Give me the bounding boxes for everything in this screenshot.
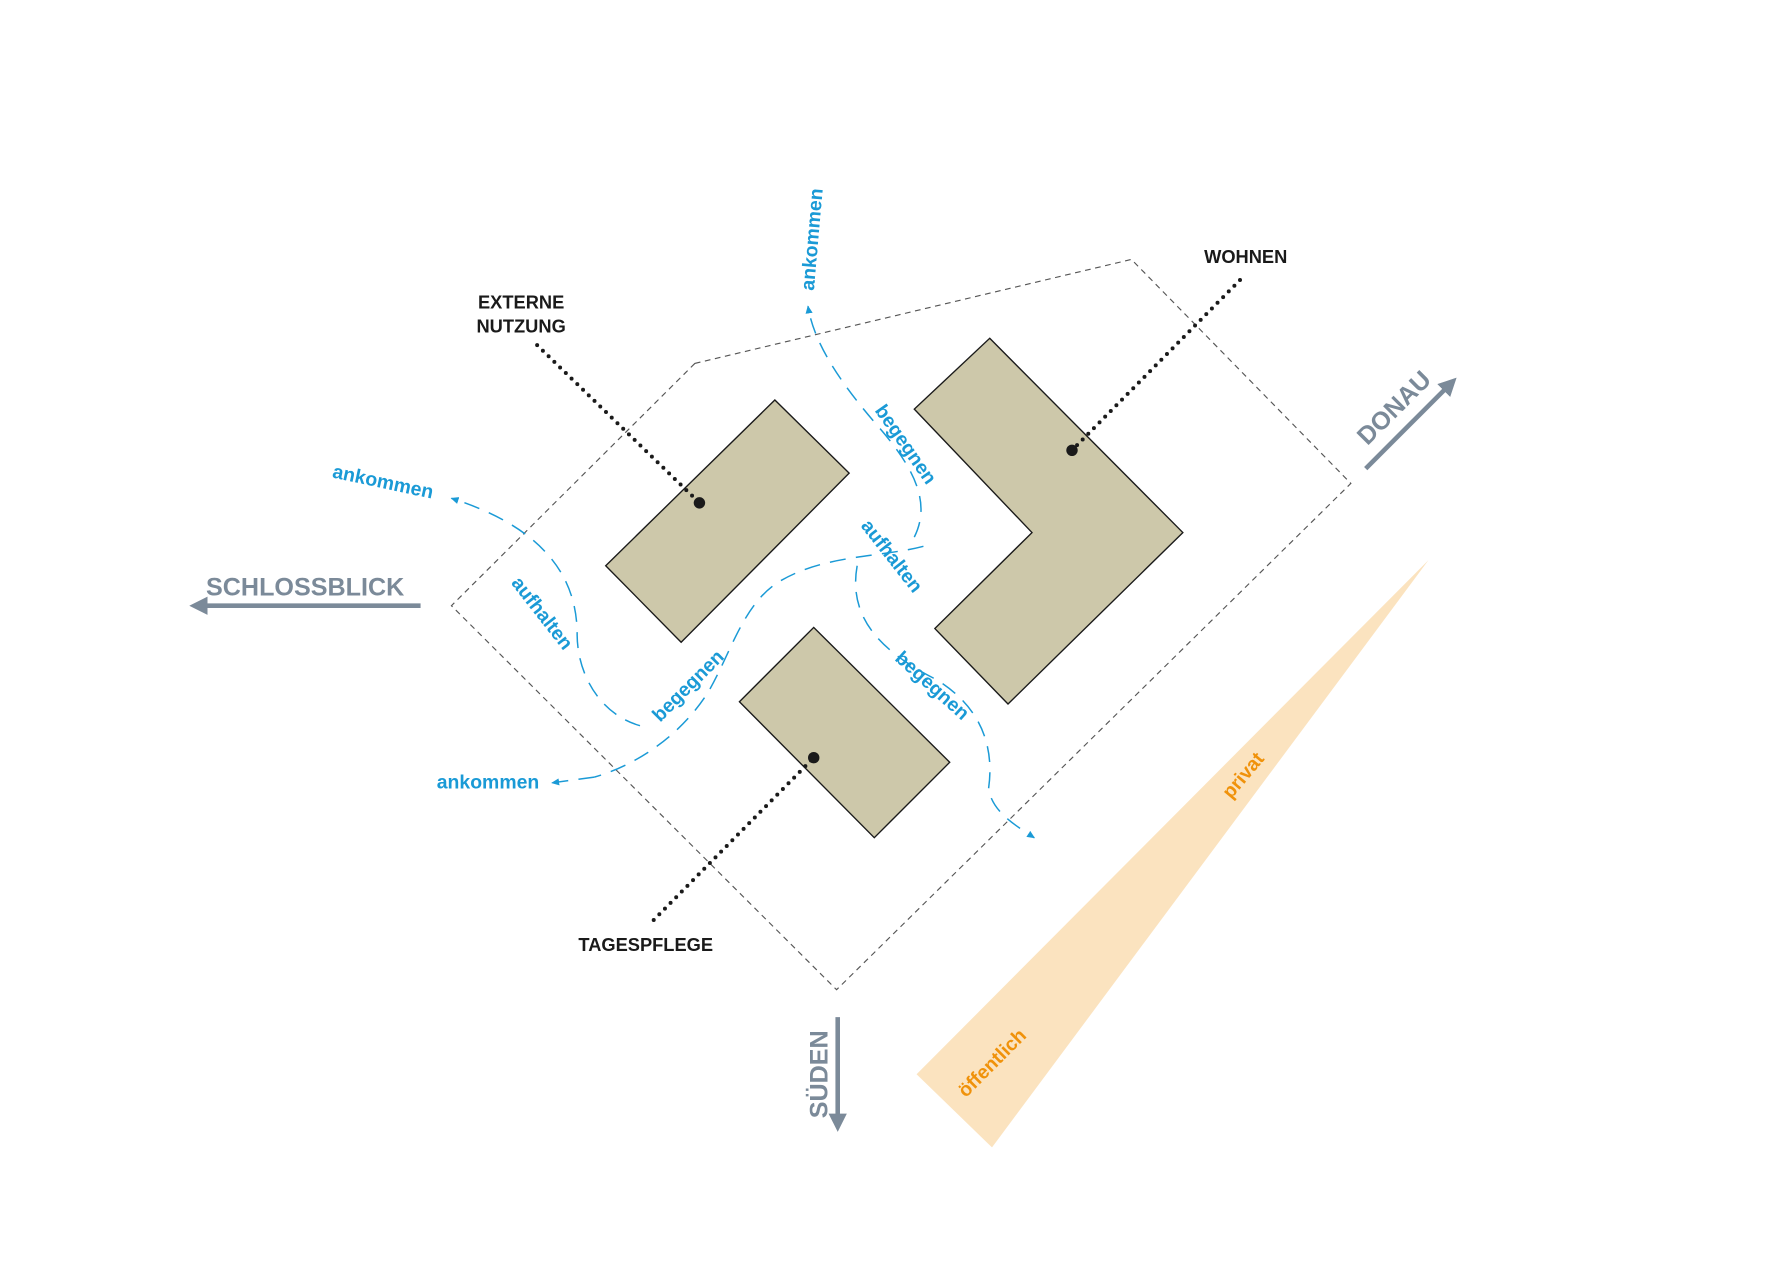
label-ankommen-bottom: ankommen bbox=[437, 772, 539, 794]
label-begegnen-right: begegnen bbox=[891, 647, 974, 725]
movement-paths bbox=[450, 305, 1036, 839]
label-nutzung: NUTZUNG bbox=[476, 316, 565, 337]
label-tagespflege: TAGESPFLEGE bbox=[578, 934, 713, 955]
leader-tagespflege bbox=[651, 755, 816, 922]
leader-externe-nutzung bbox=[535, 343, 702, 505]
site-boundary bbox=[450, 258, 1352, 991]
marker-dot bbox=[808, 752, 820, 764]
label-externe: EXTERNE bbox=[478, 292, 564, 313]
marker-dot bbox=[693, 497, 706, 509]
public-private-gradient bbox=[916, 560, 1429, 1148]
label-ankommen-left: ankommen bbox=[331, 461, 436, 504]
label-wohnen: WOHNEN bbox=[1204, 246, 1287, 267]
building-wohnen bbox=[913, 337, 1184, 705]
marker-dot bbox=[1066, 444, 1078, 456]
label-ankommen-top: ankommen bbox=[797, 187, 828, 291]
leader-wohnen bbox=[1070, 278, 1242, 453]
direction-schlossblick: SCHLOSSBLICK bbox=[206, 573, 404, 601]
arrow-donau-icon bbox=[1364, 377, 1457, 471]
building-externe-nutzung bbox=[604, 399, 851, 644]
building-tagespflege bbox=[738, 626, 951, 839]
direction-sueden: SÜDEN bbox=[804, 1030, 833, 1118]
label-begegnen-left: begegnen bbox=[648, 646, 728, 726]
